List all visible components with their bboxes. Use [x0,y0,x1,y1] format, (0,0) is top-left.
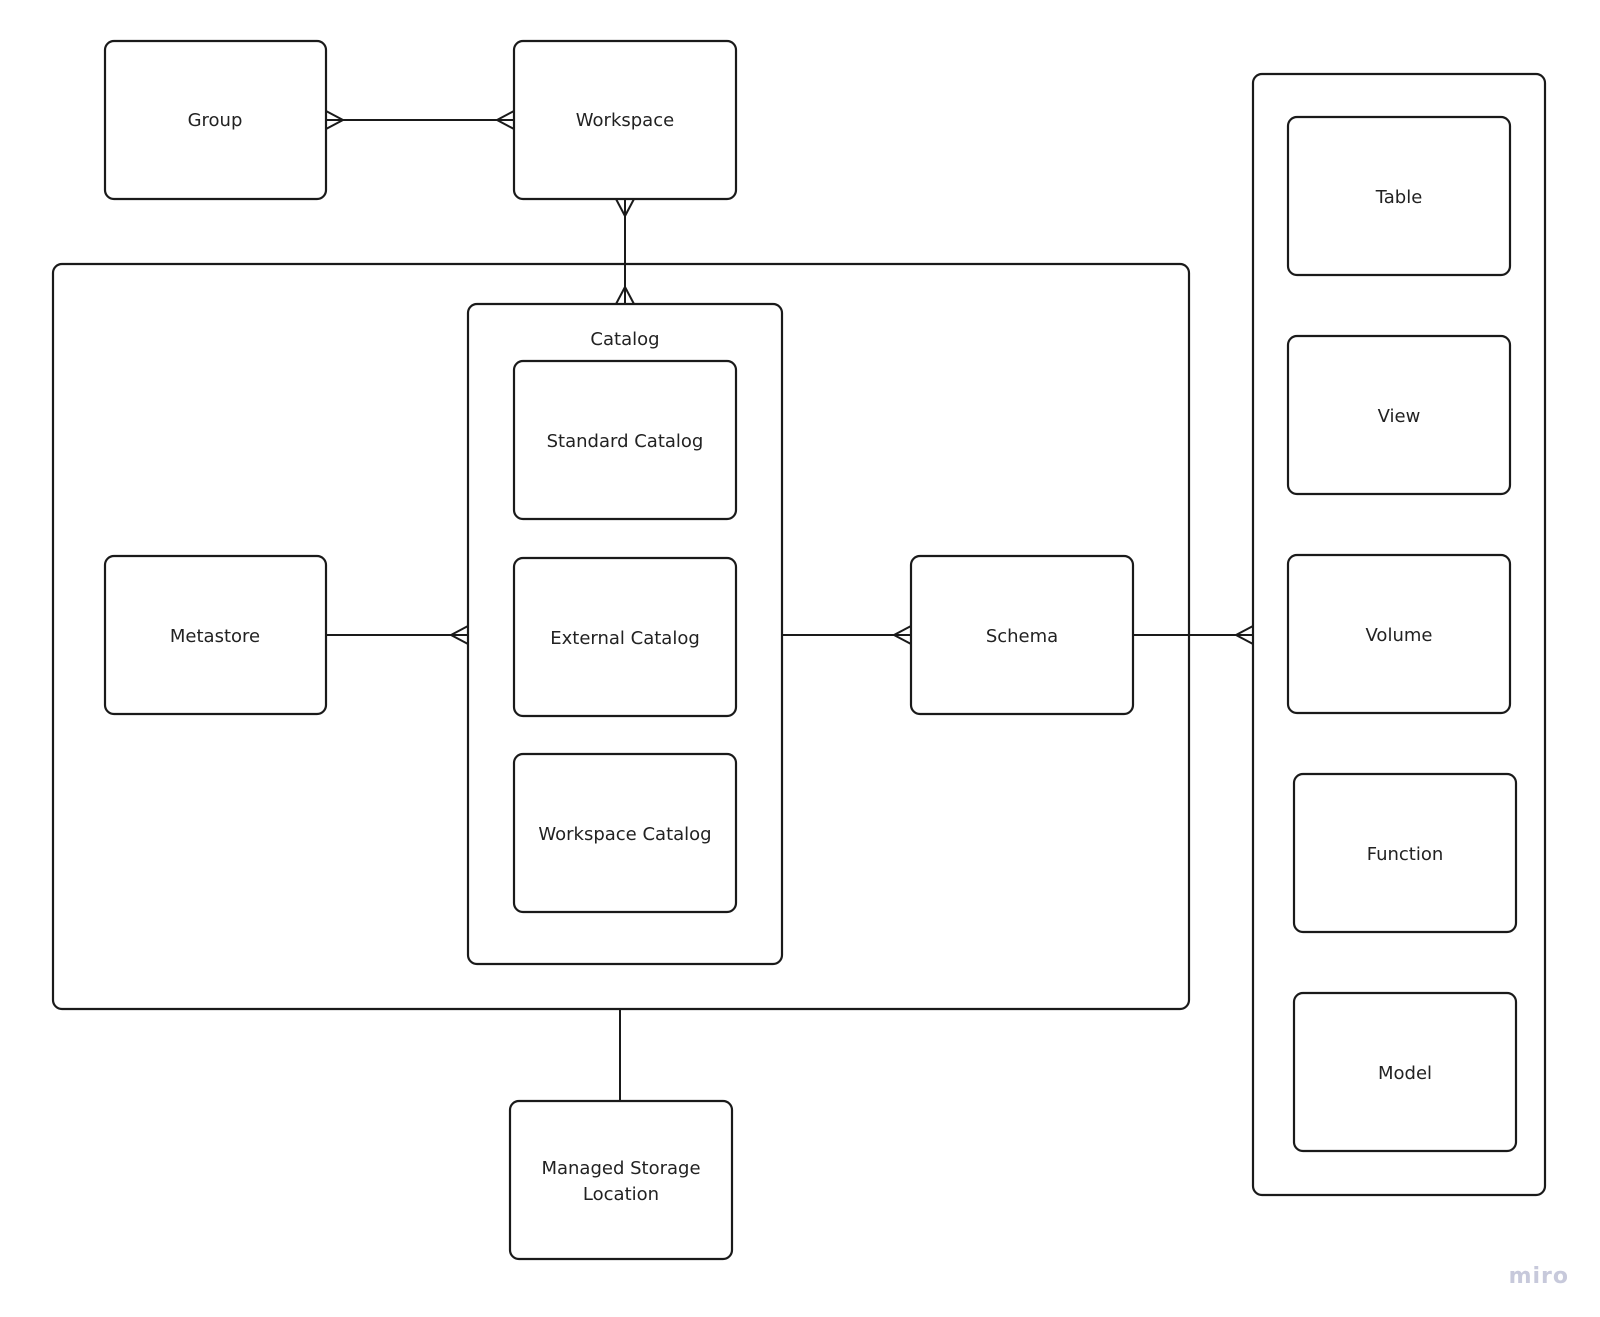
volume-label: Volume [1366,625,1433,646]
standard-catalog-label: Standard Catalog [547,431,704,452]
model-label: Model [1378,1063,1432,1084]
group-workspace-connector [325,110,515,130]
view-label: View [1378,406,1421,427]
function-label: Function [1367,844,1444,865]
workspace-catalog-connector [615,198,635,305]
schema-entity: Schema [909,554,1135,716]
workspace-catalog-label: Workspace Catalog [538,824,711,845]
catalog-schema-connector [782,625,912,645]
group-entity: Group [103,39,328,201]
schema-objects-connector [1133,625,1254,645]
workspace-entity: Workspace [512,39,738,201]
function-entity: Function [1292,772,1518,934]
external-catalog-label: External Catalog [550,628,700,649]
model-entity: Model [1292,991,1518,1153]
miro-watermark: miro [1509,1264,1569,1289]
group-label: Group [188,110,243,131]
standard-catalog-entity: Standard Catalog [512,359,738,521]
volume-entity: Volume [1286,553,1512,715]
table-entity: Table [1286,115,1512,277]
metastore-label: Metastore [170,626,260,647]
catalog-container-label: Catalog [590,329,659,350]
table-label: Table [1375,187,1423,208]
view-entity: View [1286,334,1512,496]
workspace-label: Workspace [576,110,674,131]
managed-storage-entity: Managed Storage Location [508,1099,734,1261]
managed-storage-label-line2: Location [583,1184,659,1205]
workspace-catalog-entity: Workspace Catalog [512,752,738,914]
metastore-entity: Metastore [103,554,328,716]
schema-label: Schema [986,626,1058,647]
metastore-catalog-connector [326,625,469,645]
managed-storage-label-line1: Managed Storage [541,1158,700,1179]
external-catalog-entity: External Catalog [512,556,738,718]
